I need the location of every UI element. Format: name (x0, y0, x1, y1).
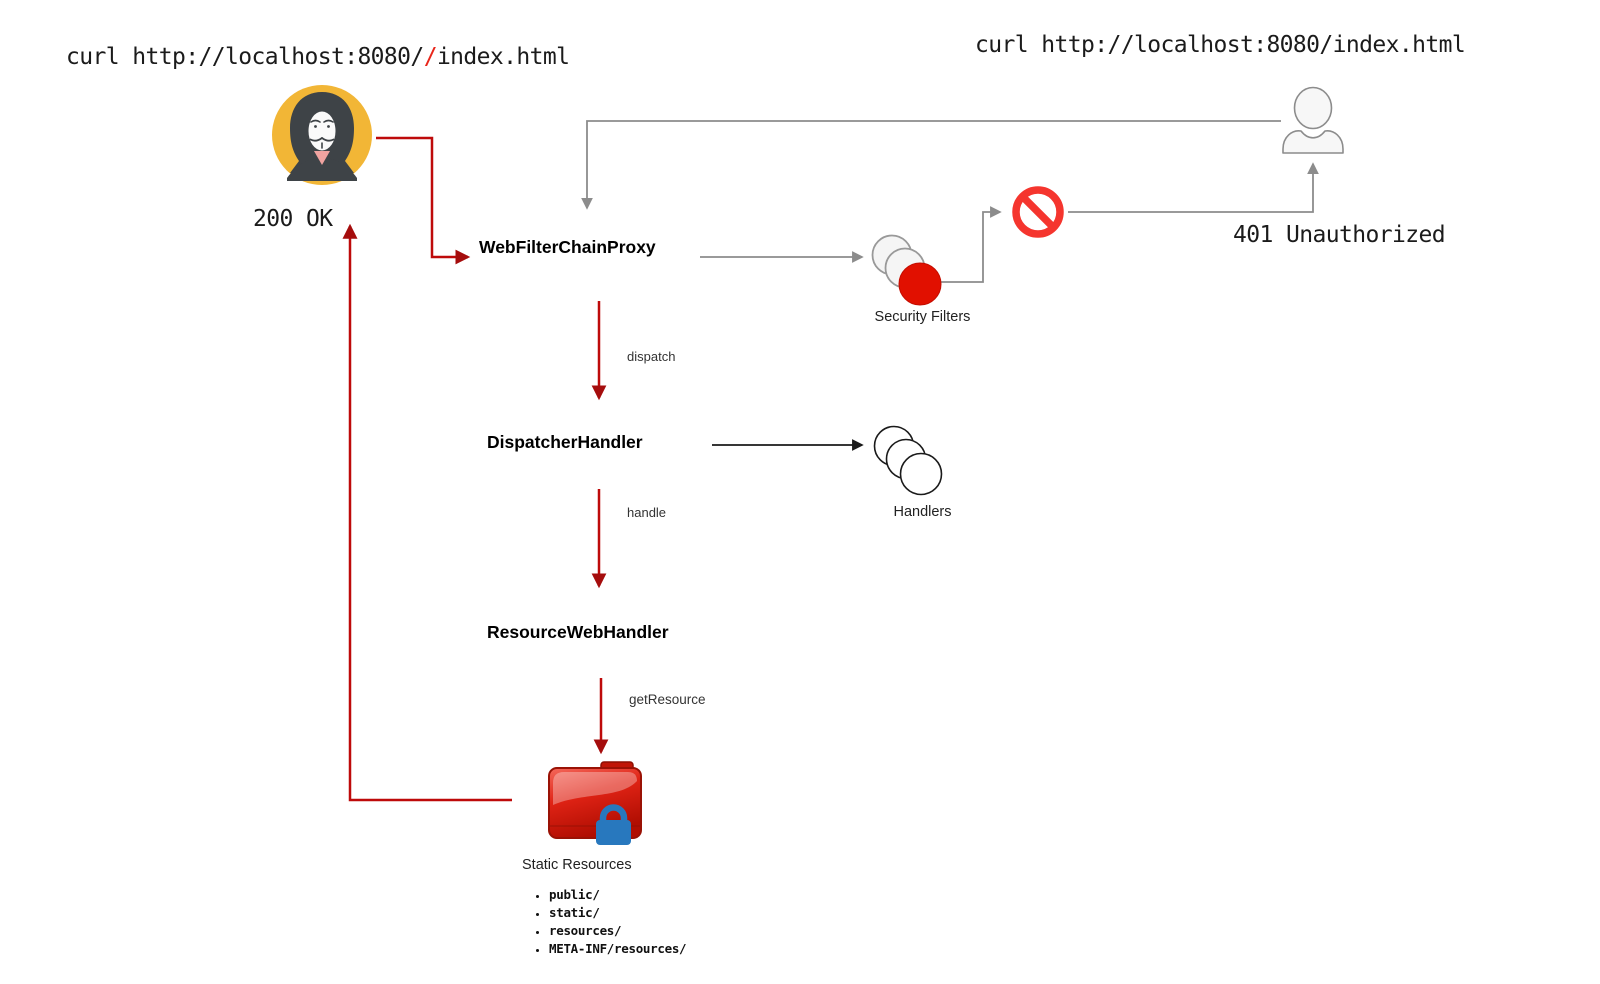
label-static-resources: Static Resources (522, 857, 632, 873)
person-icon (1282, 86, 1344, 154)
edge-label-dispatch: dispatch (627, 349, 676, 364)
node-web-filter-chain-proxy: WebFilterChainProxy (479, 237, 656, 257)
node-dispatcher-handler: DispatcherHandler (487, 432, 643, 452)
resource-path-item: resources/ (549, 922, 686, 940)
static-resource-path-list: public/ static/ resources/ META-INF/reso… (527, 886, 687, 958)
node-resource-web-handler: ResourceWebHandler (487, 622, 669, 642)
curl-attacker-suffix: index.html (436, 44, 570, 70)
anonymous-attacker-icon (272, 85, 372, 185)
curl-attacker-prefix: curl http://localhost:8080/ (66, 44, 424, 70)
response-401-unauthorized: 401 Unauthorized (1233, 222, 1446, 248)
locked-red-folder-icon (548, 761, 642, 845)
edge-filters-to-blocked (930, 206, 1002, 283)
no-entry-icon (1009, 183, 1067, 241)
edge-user-request (581, 120, 1281, 210)
response-200-ok: 200 OK (253, 206, 333, 232)
edge-label-handle: handle (627, 505, 667, 520)
label-security-filters: Security Filters (874, 309, 971, 325)
edge-401-to-user (1068, 162, 1319, 213)
edge-200-ok-return (342, 223, 512, 802)
resource-path-item: META-INF/resources/ (549, 940, 687, 958)
edge-attacker-request (376, 136, 471, 265)
resource-path-item: static/ (549, 904, 686, 922)
curl-attacker-double-slash: / (423, 44, 438, 70)
edge-label-get-resource: getResource (629, 692, 706, 707)
resource-path-item: public/ (549, 886, 686, 904)
label-handlers: Handlers (893, 504, 952, 520)
stacked-filter-circles-icon (871, 234, 942, 306)
curl-command-user: curl http://localhost:8080/index.html (975, 32, 1466, 58)
stacked-handler-circles-icon (873, 425, 943, 496)
curl-command-attacker: curl http://localhost:8080//index.html (66, 43, 570, 71)
